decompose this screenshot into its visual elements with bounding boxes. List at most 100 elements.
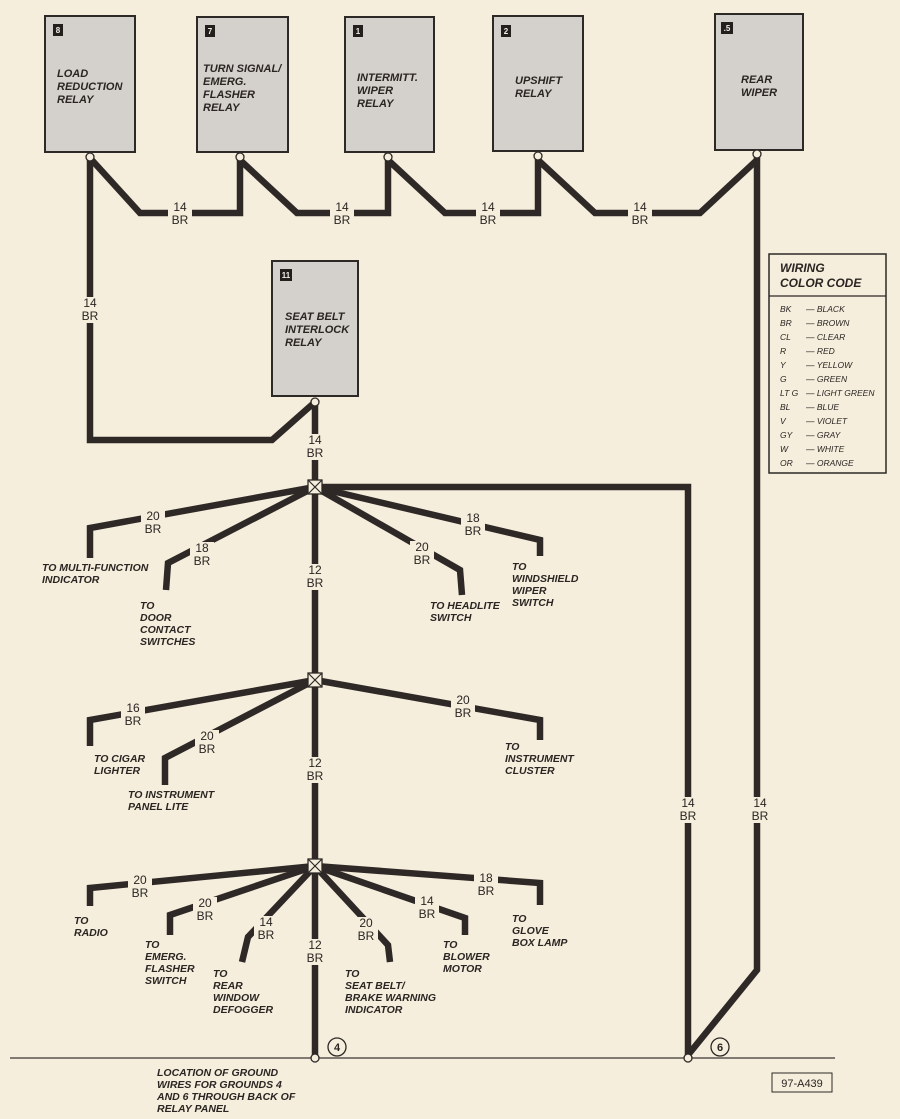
label-text: SWITCHES (140, 636, 195, 648)
label-text: — GRAY (805, 430, 842, 440)
label-text: — ORANGE (805, 458, 854, 468)
relay-number: .5 (724, 24, 731, 33)
label-text: DEFOGGER (213, 1004, 274, 1016)
label-text: TURN SIGNAL/ (203, 63, 283, 75)
label-text: WIPER (512, 585, 547, 597)
label-text: BR (358, 929, 375, 943)
ground-bus: 4 6 (10, 1037, 835, 1063)
diagram-shape (303, 564, 327, 590)
label-text: BR (258, 928, 275, 942)
splice-junctions (307, 479, 323, 874)
label-text: RELAY (515, 88, 553, 100)
label-text: TO (213, 968, 227, 980)
label-text: 20 (198, 896, 212, 910)
label-text: 14 (259, 915, 273, 929)
diagram-shape (205, 25, 215, 37)
diagram-shape (721, 22, 733, 34)
label-text: 14 (633, 200, 647, 214)
diagram-shape (141, 510, 165, 536)
diagram-shape (307, 672, 323, 688)
diagram-shape (354, 917, 378, 943)
label-text: BR (145, 522, 162, 536)
label-text: TO (140, 600, 154, 612)
relay-number: 1 (356, 27, 361, 36)
wire-rear-wiper-ground (685, 156, 761, 1058)
diagram-shape (752, 149, 762, 159)
label-text: SWITCH (145, 975, 187, 987)
label-text: SWITCH (512, 597, 554, 609)
wire-instrument-cluster (314, 676, 544, 740)
diagram-shape (310, 397, 320, 407)
label-text: 14 (481, 200, 495, 214)
wire-blower (313, 862, 469, 935)
label-text: RELAY (57, 94, 95, 106)
label-text: INDICATOR (345, 1004, 403, 1016)
diagram-shape (44, 15, 136, 153)
label-text: TO (512, 561, 526, 573)
label-text: — CLEAR (805, 332, 845, 342)
wire-emerg-flasher (166, 862, 317, 935)
label-text: WIRING (780, 261, 825, 275)
label-text: WINDOW (213, 992, 260, 1004)
label-text: BR (199, 742, 216, 756)
legend-entries: BK— BLACK BR— BROWN CL— CLEAR R— RED Y— … (780, 304, 875, 468)
diagram-shape (53, 24, 63, 36)
splice-2 (307, 672, 323, 688)
diagram-shape (501, 25, 511, 37)
label-text: W (780, 444, 789, 454)
label-text: 12 (308, 756, 322, 770)
label-text: BR (478, 884, 495, 898)
label-text: FLASHER (145, 963, 195, 975)
diagram-shape (451, 694, 475, 720)
label-text: TO HEADLITE (430, 600, 501, 612)
diagram-shape (303, 434, 327, 460)
label-text: — BLUE (805, 402, 839, 412)
ground-number-circle (327, 1037, 347, 1057)
label-text: FLASHER (203, 89, 255, 101)
label-text: WIPER (357, 85, 393, 97)
wire-multi-function (86, 483, 316, 558)
splice-3 (307, 858, 323, 874)
label-text: BR (132, 886, 149, 900)
wires (86, 152, 761, 1058)
label-text: RELAY (357, 98, 395, 110)
wire-windshield-wiper (314, 483, 544, 556)
label-text: 14 (420, 894, 434, 908)
label-text: BR (197, 909, 214, 923)
label-text: BR (307, 576, 324, 590)
wire-radio (86, 862, 316, 906)
wire-seat-belt-warning (312, 863, 394, 963)
diagram-shape (768, 253, 887, 474)
label-text: COLOR CODE (780, 276, 862, 290)
label-text: 20 (415, 540, 429, 554)
label-text: 14 (753, 796, 767, 810)
